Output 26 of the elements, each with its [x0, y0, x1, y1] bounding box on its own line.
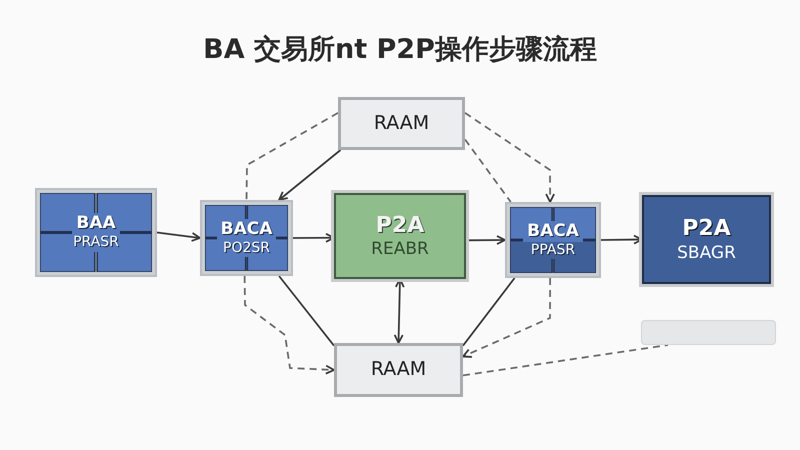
connector-line: [464, 138, 512, 203]
node-subtext: SBAGR: [677, 242, 736, 264]
connector-line: [246, 112, 338, 200]
bar-shape: [641, 320, 776, 345]
process-box: [334, 193, 466, 279]
node-heading: BACA: [216, 218, 276, 240]
connector-line: [278, 275, 335, 346]
node-heading: BAA: [72, 213, 120, 234]
node-heading: RAAM: [374, 112, 430, 136]
arrow: [156, 232, 201, 242]
connector-line: [462, 277, 516, 346]
arrow: [466, 235, 506, 245]
connector-line: [462, 344, 668, 376]
node-heading: P2A: [376, 212, 424, 240]
node-subtext: REABR: [371, 239, 429, 260]
node-heading: BACA: [523, 220, 583, 242]
process-box: [334, 343, 463, 397]
arrow: [244, 276, 335, 375]
process-box: [338, 97, 465, 150]
title: BA 交易所nt P2P操作步骤流程: [202, 33, 598, 67]
process-box: [642, 195, 771, 284]
node-heading: P2A: [682, 215, 731, 243]
node-heading: RAAM: [370, 358, 426, 382]
arrow: [464, 112, 555, 203]
arrow: [278, 149, 342, 201]
arrow: [462, 278, 552, 358]
